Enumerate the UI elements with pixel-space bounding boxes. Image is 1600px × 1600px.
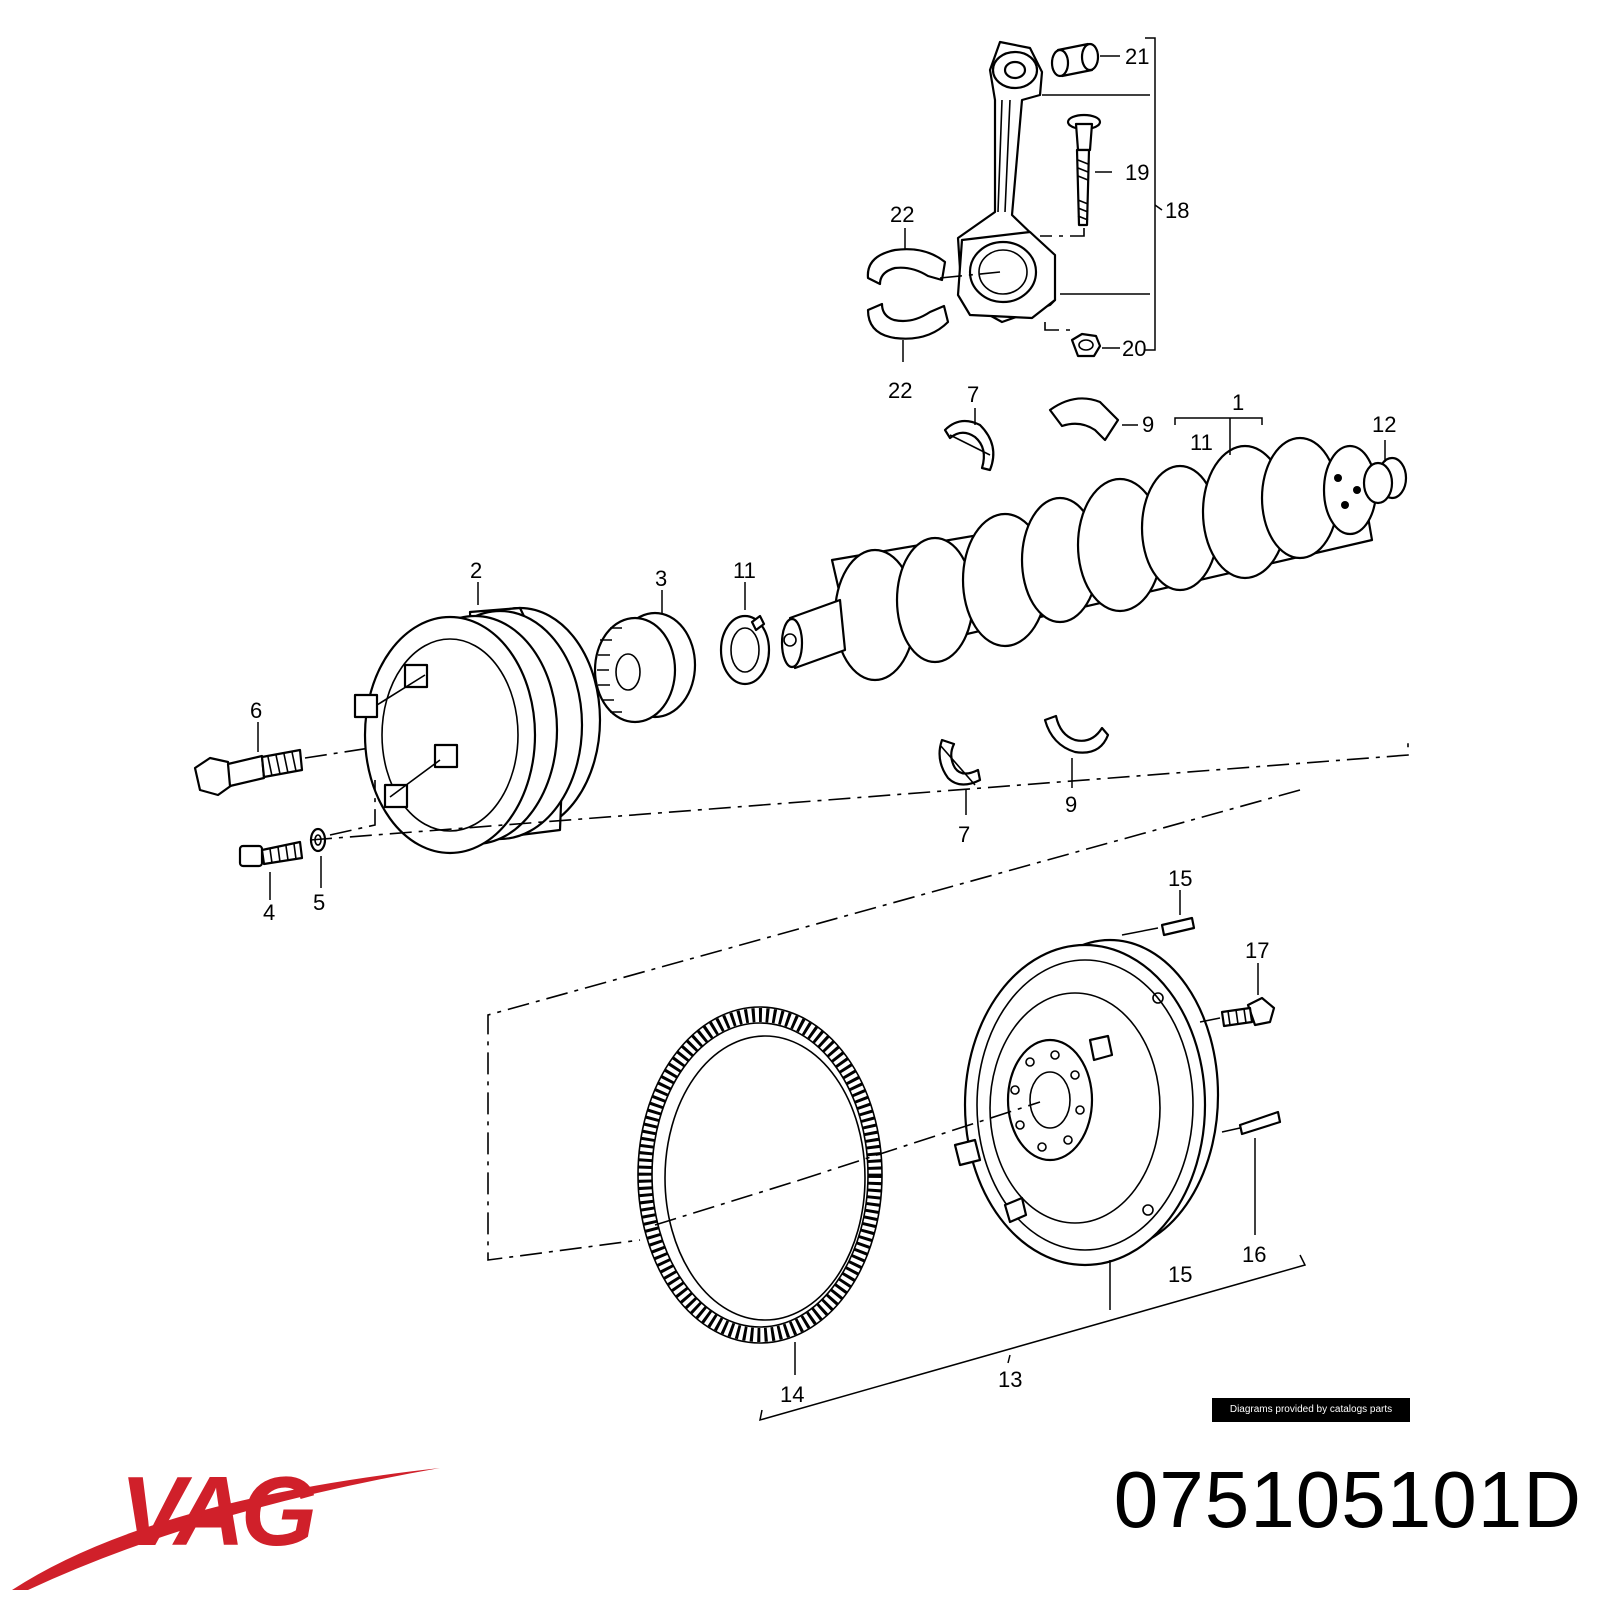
callout-15-pin: 15 [1168,866,1192,891]
callout-2: 2 [470,558,482,583]
callout-22-top: 22 [890,202,914,227]
callout-22-bottom: 22 [888,378,912,403]
callout-17: 17 [1245,938,1269,963]
thrust-washer-lower [938,738,982,786]
thrust-washer-upper [943,419,995,472]
crankshaft [780,436,1408,682]
callout-11-washer: 11 [733,558,756,583]
timing-belt-sprocket [593,611,697,724]
rod-bolt [1066,113,1102,227]
pulley-socket-screw [238,840,304,868]
callout-19: 19 [1125,160,1149,185]
diagram-credit-badge: Diagrams provided by catalogs parts [1212,1398,1410,1422]
main-bearing-shell-lower [1043,714,1110,754]
pulley-center-bolt [193,748,304,797]
main-bearing-shell-upper [1048,397,1120,442]
callout-11-shaft: 11 [1190,430,1213,455]
callout-9-top: 9 [1142,412,1154,437]
callout-18: 18 [1165,198,1189,223]
part-number: 075105101D [1113,1455,1582,1544]
logo-swoosh [12,1468,440,1590]
flywheel-ring-gear [637,1006,883,1344]
callout-15-flywheel: 15 [1168,1262,1192,1287]
rod-bearing-shells [866,248,950,340]
vibration-damper-pulley [353,606,602,855]
callout-21: 21 [1125,44,1149,69]
flywheel-bolt [1220,996,1276,1028]
vag-logo: VAG [12,1456,440,1590]
callout-3: 3 [655,566,667,591]
callout-4: 4 [263,900,275,925]
logo-wordmark: VAG [120,1456,315,1566]
rod-nut [1070,332,1102,358]
callout-5: 5 [313,890,325,915]
callout-12: 12 [1372,412,1396,437]
callout-7-bottom: 7 [958,822,970,847]
callout-1: 1 [1232,390,1244,415]
callout-6: 6 [250,698,262,723]
dowel-pin [1160,916,1196,937]
flywheel [953,938,1220,1267]
small-end-bush [1050,42,1100,78]
callout-7-top: 7 [967,382,979,407]
callout-20: 20 [1122,336,1146,361]
callout-labels: 1 11 2 3 4 5 6 7 7 9 9 11 12 13 14 15 15… [250,44,1396,1407]
callout-16: 16 [1242,1242,1266,1267]
locating-pin [1238,1110,1282,1136]
callout-14: 14 [780,1382,804,1407]
callout-13: 13 [998,1367,1022,1392]
callout-9-bottom: 9 [1065,792,1077,817]
connecting-rod-assembly [866,37,1163,362]
crank-washer [719,614,771,686]
